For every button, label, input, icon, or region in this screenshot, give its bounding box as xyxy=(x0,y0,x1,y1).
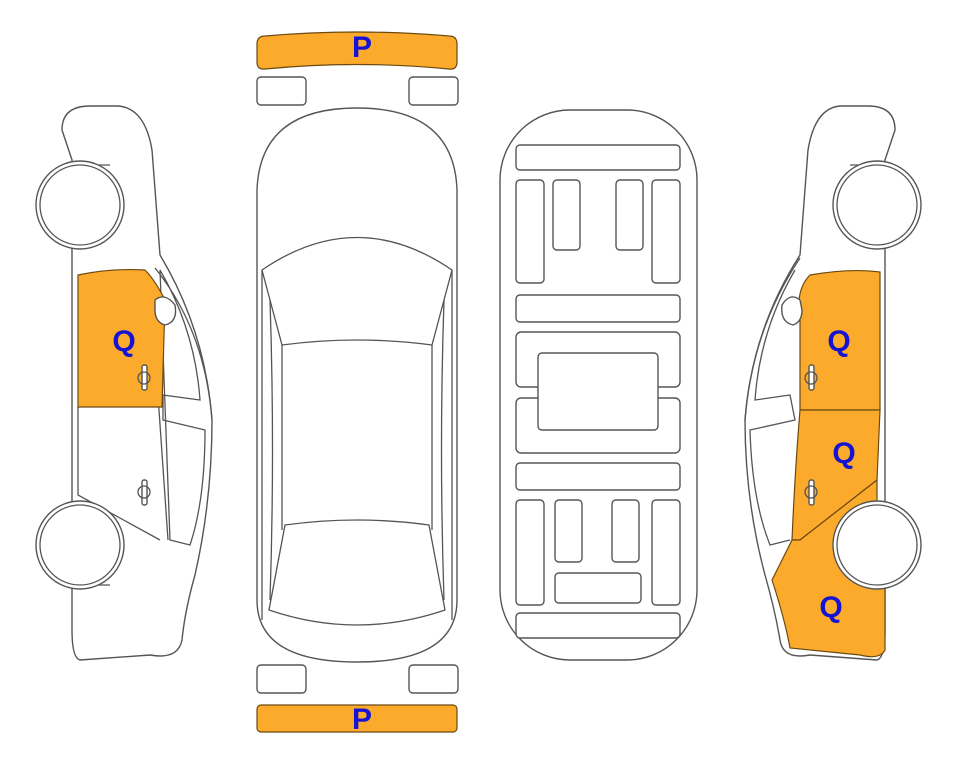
top-view: P P xyxy=(256,31,459,736)
rear-bumper[interactable] xyxy=(256,704,458,733)
left-rear-wheel xyxy=(35,500,125,590)
underside-view xyxy=(499,109,698,661)
left-side-view: Q xyxy=(35,105,213,661)
top-body-outline xyxy=(256,107,458,663)
right-front-wheel xyxy=(832,160,922,250)
door-handle-icon xyxy=(808,364,815,391)
door-handle-icon xyxy=(141,479,148,506)
damage-label: Q xyxy=(819,591,842,624)
right-rear-wheel xyxy=(832,500,922,590)
damage-label: P xyxy=(352,31,372,64)
door-handle-icon xyxy=(808,479,815,506)
right-side-view: Q Q Q xyxy=(744,105,922,661)
door-handle-icon xyxy=(141,364,148,391)
damage-label: Q xyxy=(827,325,850,358)
damage-label: Q xyxy=(112,325,135,358)
left-window-frame xyxy=(154,267,213,546)
left-front-wheel xyxy=(35,160,125,250)
damage-label: P xyxy=(352,703,372,736)
damage-label: Q xyxy=(832,437,855,470)
front-bumper[interactable] xyxy=(256,31,458,70)
